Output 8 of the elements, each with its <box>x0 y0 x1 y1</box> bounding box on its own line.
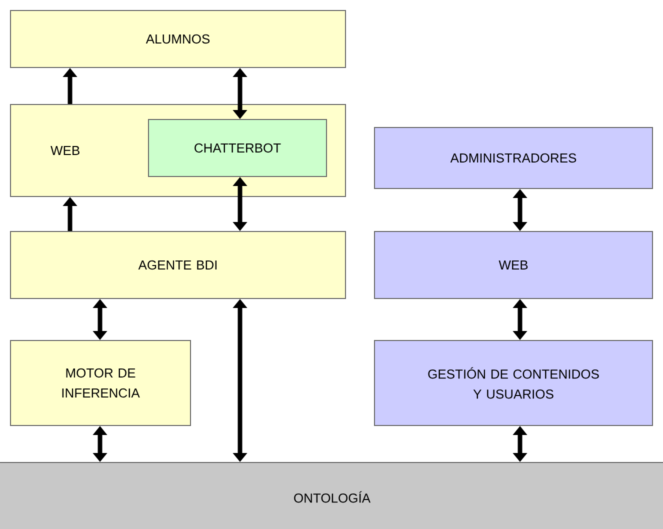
node-box: AGENTE BDI <box>10 231 346 299</box>
node-box: MOTOR DE INFERENCIA <box>10 340 191 426</box>
node-box: WEB <box>374 231 653 299</box>
node-box: ADMINISTRADORES <box>374 127 653 189</box>
node-box: ALUMNOS <box>10 10 346 68</box>
node-box: GESTIÓN DE CONTENIDOS Y USUARIOS <box>374 340 653 426</box>
inner-box: CHATTERBOT <box>148 119 327 177</box>
node-box: ONTOLOGÍA <box>0 462 663 529</box>
